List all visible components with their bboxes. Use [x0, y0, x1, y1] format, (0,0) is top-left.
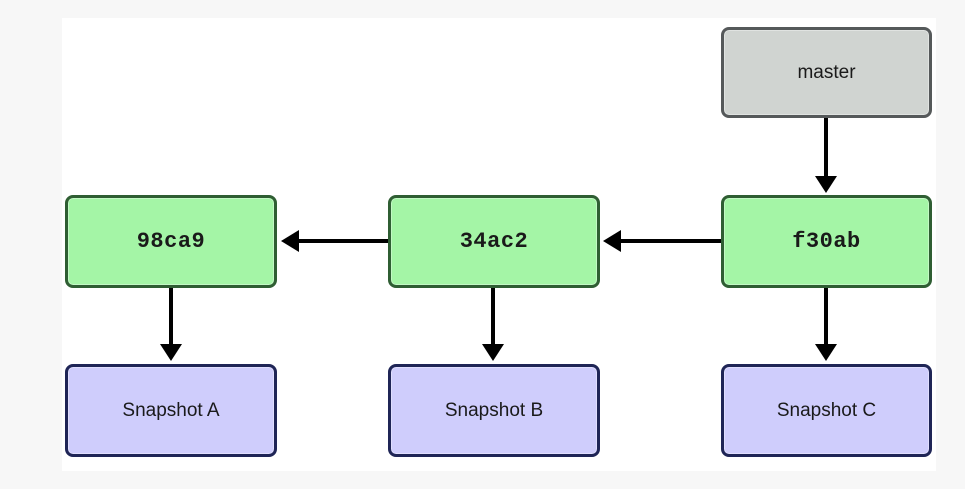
arrowhead-f30ab-to-34ac2: [603, 230, 621, 252]
snapshot-label: Snapshot B: [444, 399, 544, 421]
commit-box-f30ab: f30ab: [721, 195, 932, 288]
arrowhead-34ac2-to-snapshot-b: [482, 344, 504, 361]
arrowhead-f30ab-to-snapshot-c: [815, 344, 837, 361]
snapshot-box-c: Snapshot C: [721, 364, 932, 457]
arrowhead-34ac2-to-98ca9: [281, 230, 299, 252]
commit-id: 98ca9: [136, 229, 206, 254]
branch-master-box: master: [721, 27, 932, 118]
commit-id: f30ab: [792, 229, 861, 254]
arrowhead-master-to-f30ab: [815, 176, 837, 193]
snapshot-box-b: Snapshot B: [388, 364, 600, 457]
commit-box-34ac2: 34ac2: [388, 195, 600, 288]
arrowhead-98ca9-to-snapshot-a: [160, 344, 182, 361]
commit-id: 34ac2: [459, 229, 529, 254]
branch-label: master: [797, 61, 856, 83]
snapshot-label: Snapshot C: [776, 399, 877, 421]
commit-box-98ca9: 98ca9: [65, 195, 277, 288]
snapshot-box-a: Snapshot A: [65, 364, 277, 457]
snapshot-label: Snapshot A: [122, 399, 220, 421]
